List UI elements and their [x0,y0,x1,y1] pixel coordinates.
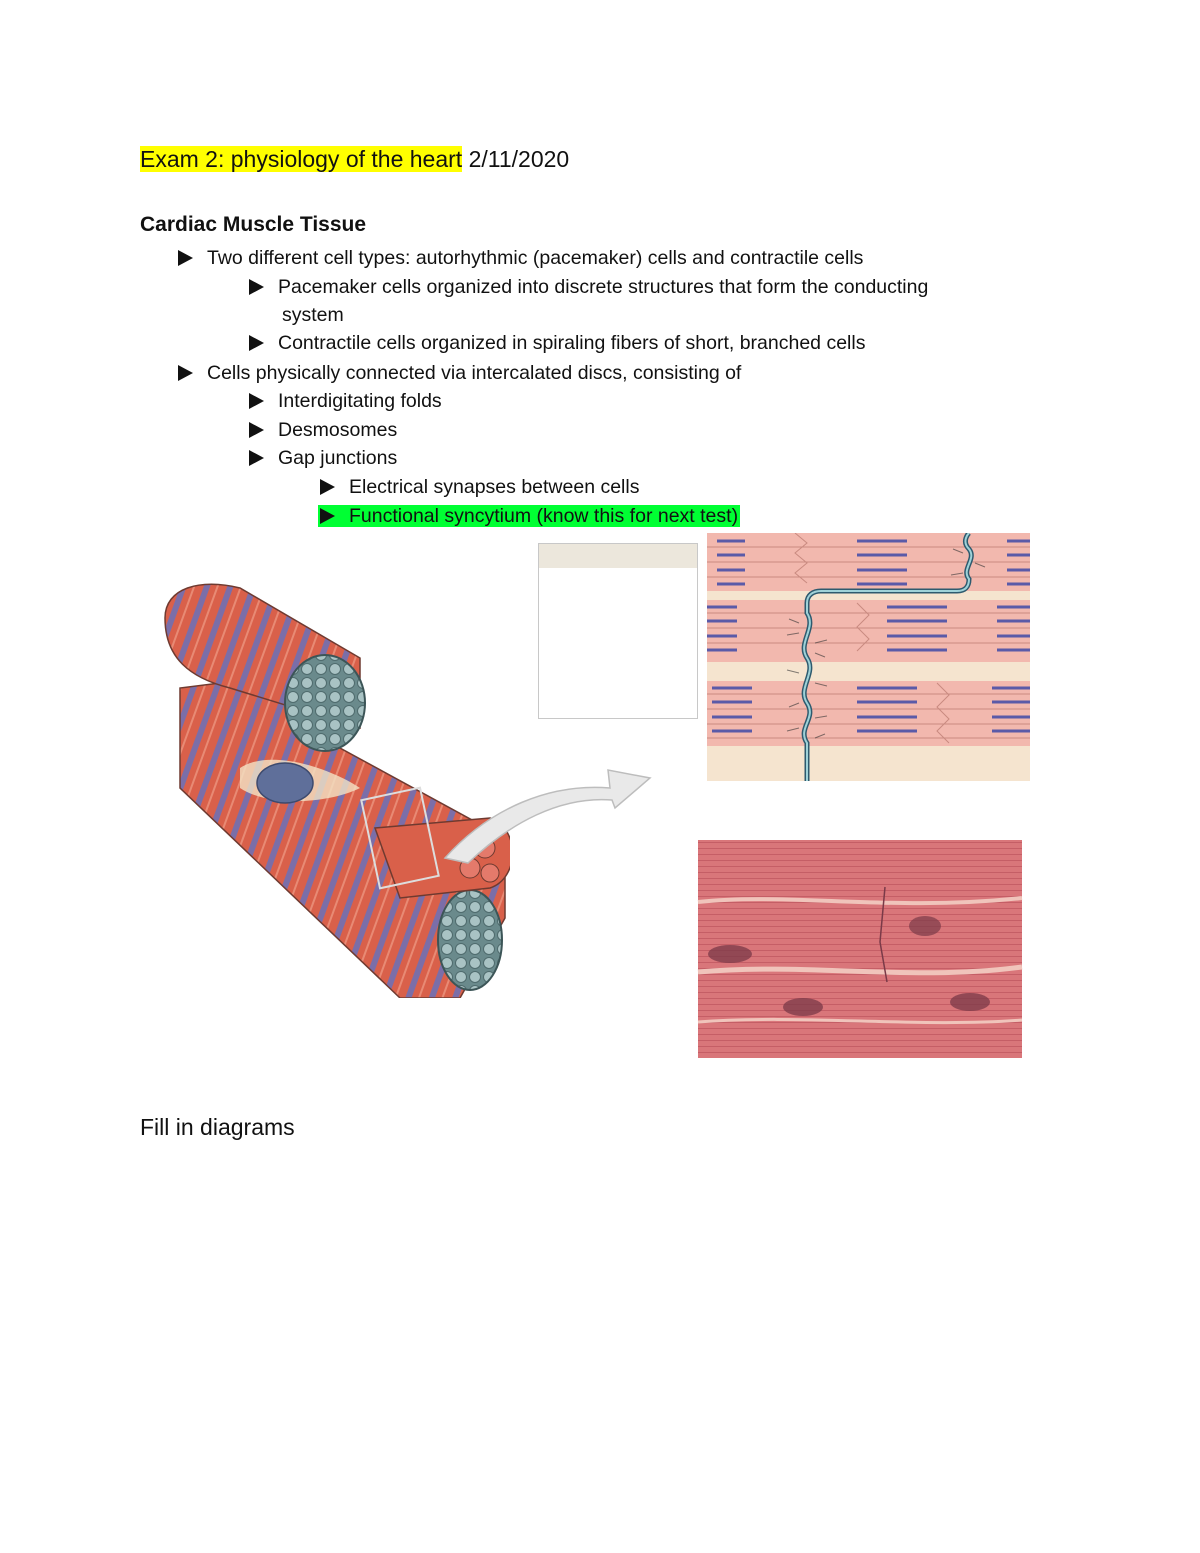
bullet-arrow-icon [178,250,193,266]
cardiac-muscle-fiber-illustration [164,583,510,998]
bullet-arrow-icon [178,365,193,381]
label-box-header [539,544,697,568]
fill-in-diagrams-text: Fill in diagrams [140,1114,295,1140]
bullet-item: Electrical synapses between cells [320,473,639,501]
intercalated-disc-diagram [707,533,1030,781]
bullet-arrow-icon [249,393,264,409]
bullet-item: Two different cell types: autorhythmic (… [178,244,863,272]
bullet-continuation: system [282,304,344,326]
bullet-arrow-icon [249,335,264,351]
section-heading: Cardiac Muscle Tissue [140,213,367,236]
bullet-item: Desmosomes [249,416,397,444]
bullet-item: Interdigitating folds [249,387,442,415]
bullet-item: Contractile cells organized in spiraling… [249,329,865,357]
cardiac-muscle-micrograph [690,832,1030,1084]
bullet-arrow-icon [320,508,335,524]
bullet-item-highlighted: Functional syncytium (know this for next… [318,502,741,530]
title-highlight: Exam 2: physiology of the heart [140,146,463,172]
bullet-item: Pacemaker cells organized into discrete … [249,273,928,301]
pointer-arrow-icon [443,769,652,864]
bullet-arrow-icon [249,422,264,438]
bullet-arrow-icon [320,479,335,495]
bullet-item: Cells physically connected via intercala… [178,359,741,387]
bullet-arrow-icon [249,279,264,295]
bullet-item: Gap junctions [249,444,397,472]
document-title: Exam 2: physiology of the heart 2/11/202… [140,142,569,176]
title-date: 2/11/2020 [462,146,570,172]
bullet-arrow-icon [249,450,264,466]
blank-label-box [538,543,698,719]
